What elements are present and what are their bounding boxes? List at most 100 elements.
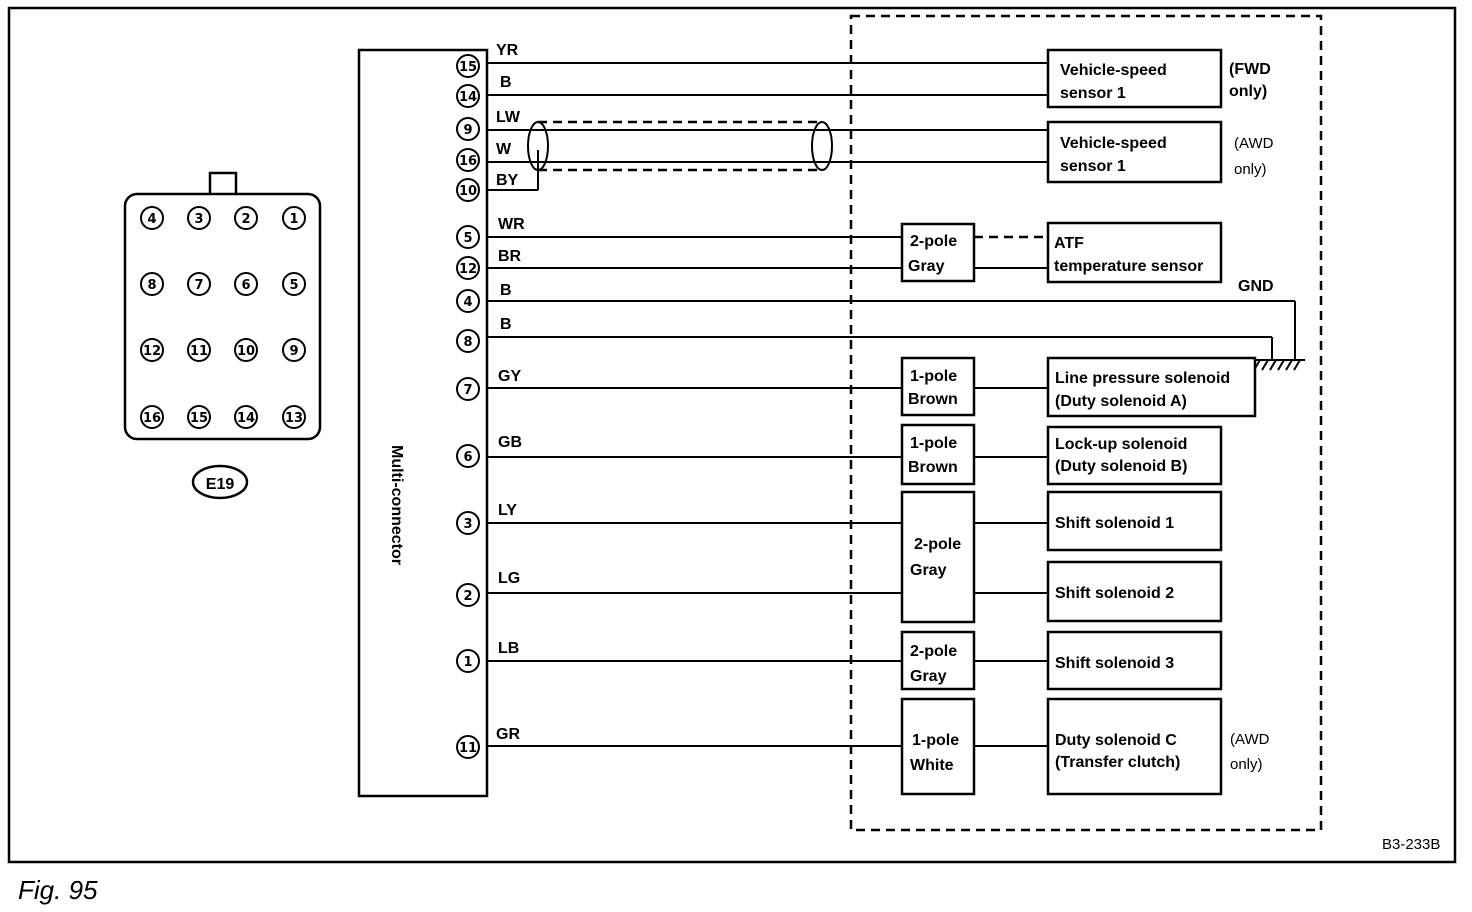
pin-number: 15 bbox=[459, 60, 477, 75]
face-pin: 1 bbox=[289, 212, 298, 227]
pin-number: 4 bbox=[463, 295, 472, 310]
svg-text:Brown: Brown bbox=[908, 391, 958, 408]
component-box: Shift solenoid 3 bbox=[1046, 630, 1223, 691]
diagram-frame bbox=[7, 6, 1457, 864]
svg-text:sensor 1: sensor 1 bbox=[1060, 85, 1126, 102]
svg-text:Vehicle-speed: Vehicle-speed bbox=[1060, 135, 1167, 152]
wire-color-label: W bbox=[496, 141, 512, 158]
wire-color-label: LY bbox=[498, 502, 517, 519]
component-box: Shift solenoid 2 bbox=[1046, 560, 1223, 623]
multi-connector-body bbox=[357, 48, 489, 798]
pin-number: 2 bbox=[463, 589, 472, 604]
face-pin: 11 bbox=[190, 344, 208, 359]
face-pin: 16 bbox=[143, 411, 161, 426]
svg-text:Gray: Gray bbox=[910, 562, 947, 579]
svg-text:E19: E19 bbox=[206, 476, 235, 493]
wire-color-label: GR bbox=[496, 726, 520, 743]
component-box: Lock-up solenoid (Duty solenoid B) bbox=[1046, 425, 1223, 486]
svg-text:White: White bbox=[910, 757, 954, 774]
multi-connector-label: Multi-connector bbox=[388, 445, 405, 565]
svg-text:only): only) bbox=[1229, 83, 1267, 100]
connector-name-badge: E19 bbox=[191, 464, 249, 500]
svg-text:Shift solenoid 1: Shift solenoid 1 bbox=[1055, 515, 1174, 532]
wire-color-label: WR bbox=[498, 216, 525, 233]
pin-number: 5 bbox=[463, 231, 472, 246]
component-box: Shift solenoid 1 bbox=[1046, 490, 1223, 552]
wire-color-label: LG bbox=[498, 570, 520, 587]
pin-number: 10 bbox=[459, 184, 477, 199]
face-pin: 12 bbox=[143, 344, 161, 359]
pin-number: 1 bbox=[463, 655, 472, 670]
wire-color-label: LW bbox=[496, 109, 521, 126]
pin-number: 14 bbox=[459, 90, 477, 105]
svg-text:(Duty solenoid A): (Duty solenoid A) bbox=[1055, 393, 1187, 410]
svg-text:(AWD: (AWD bbox=[1230, 731, 1270, 748]
svg-text:2-pole: 2-pole bbox=[914, 536, 961, 553]
face-pin: 9 bbox=[289, 344, 298, 359]
pin-number: 3 bbox=[463, 517, 472, 532]
svg-text:only): only) bbox=[1234, 161, 1267, 178]
wire-color-label: GB bbox=[498, 434, 522, 451]
svg-text:Duty solenoid C: Duty solenoid C bbox=[1055, 732, 1177, 749]
mid-connector: 2-pole Gray bbox=[900, 222, 976, 283]
pin-numbers: 15 14 9 16 10 5 12 4 8 7 6 3 2 1 11 bbox=[456, 54, 480, 759]
svg-text:Line pressure solenoid: Line pressure solenoid bbox=[1055, 370, 1230, 387]
svg-text:Vehicle-speed: Vehicle-speed bbox=[1060, 62, 1167, 79]
wire-color-label: BY bbox=[496, 172, 519, 189]
variant-note: (AWD only) bbox=[1230, 731, 1270, 773]
pin-number: 7 bbox=[463, 383, 472, 398]
face-pin: 7 bbox=[194, 278, 203, 293]
wire-color-label: B bbox=[500, 282, 512, 299]
svg-text:Gray: Gray bbox=[910, 668, 947, 685]
svg-text:(FWD: (FWD bbox=[1229, 61, 1271, 78]
pin-number: 11 bbox=[459, 741, 477, 756]
face-pin: 3 bbox=[194, 212, 203, 227]
svg-text:1-pole: 1-pole bbox=[910, 368, 957, 385]
face-pin: 15 bbox=[190, 411, 208, 426]
wire-color-label: GY bbox=[498, 368, 521, 385]
svg-text:(Transfer clutch): (Transfer clutch) bbox=[1055, 754, 1180, 771]
wire-lines bbox=[487, 62, 1305, 747]
face-pin: 4 bbox=[147, 212, 156, 227]
pin-number: 8 bbox=[463, 335, 472, 350]
mid-connector: 1-pole Brown bbox=[900, 423, 976, 486]
pin-number: 6 bbox=[463, 450, 472, 465]
svg-text:2-pole: 2-pole bbox=[910, 233, 957, 250]
transmission-unit-boundary bbox=[849, 14, 1323, 832]
wire-color-label: B bbox=[500, 74, 512, 91]
svg-text:1-pole: 1-pole bbox=[910, 435, 957, 452]
ground-label: GND bbox=[1238, 278, 1274, 295]
svg-text:Brown: Brown bbox=[908, 459, 958, 476]
pin-number: 16 bbox=[459, 154, 477, 169]
svg-text:Shift solenoid 3: Shift solenoid 3 bbox=[1055, 655, 1174, 672]
wire-color-label: BR bbox=[498, 248, 522, 265]
reference-code: B3-233B bbox=[1382, 836, 1440, 853]
face-pin: 2 bbox=[241, 212, 250, 227]
face-pin: 5 bbox=[289, 278, 298, 293]
component-box: Duty solenoid C (Transfer clutch) bbox=[1046, 697, 1223, 796]
mid-connector: 2-pole Gray bbox=[900, 490, 976, 624]
pin-number: 9 bbox=[463, 123, 472, 138]
wire-color-labels: YR B LW W BY WR BR B B GY GB LY LG LB GR bbox=[496, 42, 525, 743]
component-box: Line pressure solenoid (Duty solenoid A) bbox=[1046, 356, 1257, 418]
pin-number: 12 bbox=[459, 262, 477, 277]
variant-note: (FWD only) bbox=[1229, 61, 1271, 100]
figure-caption: Fig. 95 bbox=[18, 875, 98, 905]
face-pin: 14 bbox=[237, 411, 255, 426]
svg-text:Gray: Gray bbox=[908, 258, 945, 275]
svg-text:sensor 1: sensor 1 bbox=[1060, 158, 1126, 175]
face-pin: 8 bbox=[147, 278, 156, 293]
svg-text:(Duty solenoid B): (Duty solenoid B) bbox=[1055, 458, 1187, 475]
component-box: Vehicle-speed sensor 1 bbox=[1046, 48, 1223, 109]
svg-text:only): only) bbox=[1230, 756, 1263, 773]
face-pin: 13 bbox=[285, 411, 303, 426]
face-pin: 6 bbox=[241, 278, 250, 293]
svg-text:Shift solenoid 2: Shift solenoid 2 bbox=[1055, 585, 1174, 602]
variant-note: (AWD only) bbox=[1234, 135, 1274, 178]
svg-text:ATF: ATF bbox=[1054, 235, 1084, 252]
wire-color-label: YR bbox=[496, 42, 519, 59]
face-pin: 10 bbox=[237, 344, 255, 359]
svg-text:(AWD: (AWD bbox=[1234, 135, 1274, 152]
wire-color-label: B bbox=[500, 316, 512, 333]
